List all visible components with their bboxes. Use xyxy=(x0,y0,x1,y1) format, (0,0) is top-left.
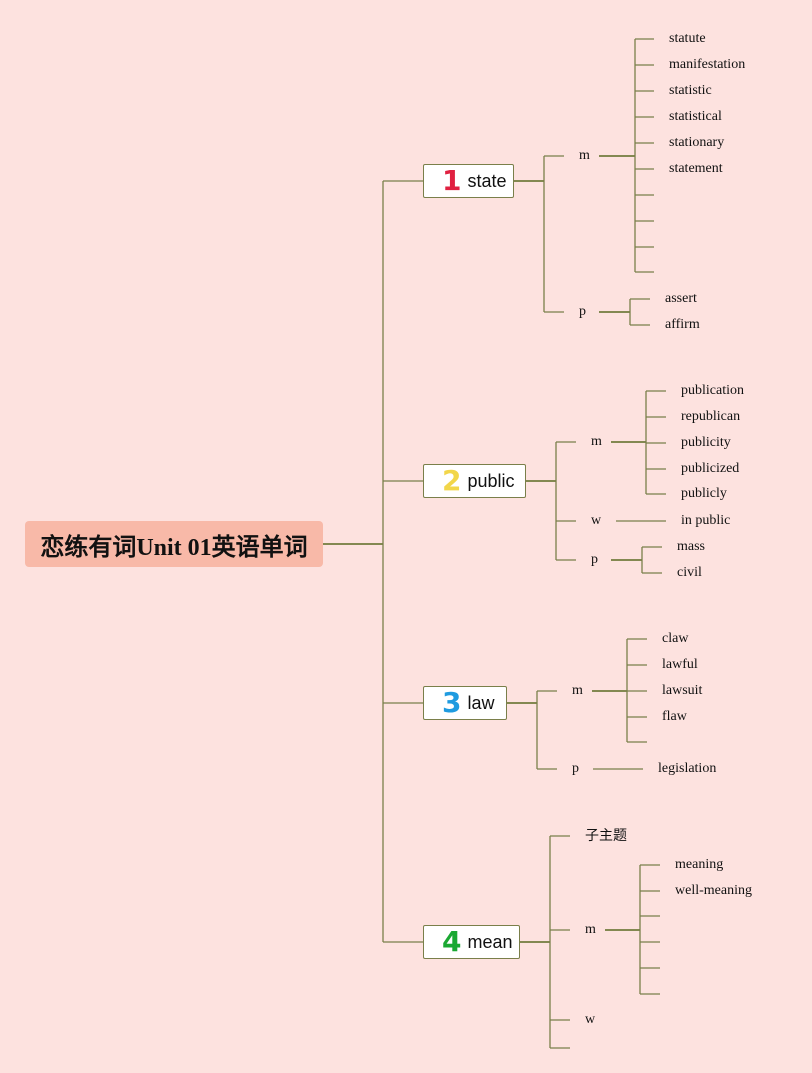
word-item[interactable]: statute xyxy=(669,31,706,46)
word-item[interactable]: manifestation xyxy=(669,57,746,72)
root-node[interactable]: 恋练有词Unit 01英语单词 xyxy=(25,521,323,567)
word-item[interactable]: in public xyxy=(681,513,731,528)
group-label-p[interactable]: p xyxy=(579,304,586,319)
word-item[interactable]: legislation xyxy=(658,761,717,776)
group-label-subtopic[interactable]: 子主题 xyxy=(585,828,627,844)
word-item[interactable]: publicity xyxy=(681,435,731,450)
number-badge-icon: 2 xyxy=(442,464,462,497)
group-label-m[interactable]: m xyxy=(585,922,596,937)
word-item[interactable]: meaning xyxy=(675,857,724,872)
word-item[interactable]: flaw xyxy=(662,709,687,724)
group-label-m[interactable]: m xyxy=(572,683,583,698)
word-item[interactable]: statistic xyxy=(669,83,712,98)
word-item[interactable]: stationary xyxy=(669,135,725,150)
group-label-w[interactable]: w xyxy=(585,1012,596,1027)
word-item[interactable]: publicly xyxy=(681,486,727,501)
word-item[interactable]: well-meaning xyxy=(675,883,752,898)
word-item[interactable]: civil xyxy=(677,565,702,580)
word-item[interactable]: affirm xyxy=(665,317,700,332)
word-item[interactable]: statistical xyxy=(669,109,722,124)
word-item[interactable]: statement xyxy=(669,161,723,176)
group-label-p[interactable]: p xyxy=(572,761,579,776)
number-badge-icon: 3 xyxy=(442,686,462,719)
word-item[interactable]: claw xyxy=(662,631,689,646)
number-badge-icon: 1 xyxy=(442,164,462,197)
word-item[interactable]: lawsuit xyxy=(662,683,703,698)
group-label-m[interactable]: m xyxy=(579,148,590,163)
group-label-w[interactable]: w xyxy=(591,513,602,528)
word-item[interactable]: lawful xyxy=(662,657,698,672)
topic-label: law xyxy=(467,692,495,713)
root-label: 恋练有词Unit 01英语单词 xyxy=(40,534,308,561)
word-item[interactable]: republican xyxy=(681,409,741,424)
word-item[interactable]: assert xyxy=(665,291,697,306)
word-item[interactable]: publication xyxy=(681,383,744,398)
word-item[interactable]: publicized xyxy=(681,461,740,476)
word-item[interactable]: mass xyxy=(677,539,705,554)
topic-label: public xyxy=(467,470,515,491)
topic-label: state xyxy=(467,170,507,191)
group-label-m[interactable]: m xyxy=(591,434,602,449)
number-badge-icon: 4 xyxy=(442,925,462,958)
topic-label: mean xyxy=(467,931,513,952)
group-label-p[interactable]: p xyxy=(591,552,598,567)
